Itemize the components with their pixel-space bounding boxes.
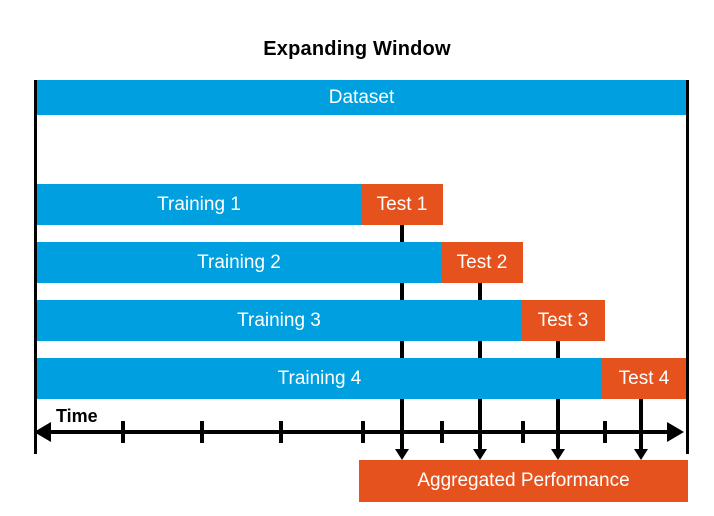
test2-arrowhead-icon <box>473 449 487 460</box>
axis-tick <box>603 421 607 443</box>
test3-arrowhead-icon <box>551 449 565 460</box>
training-label-2: Training 2 <box>197 251 281 273</box>
axis-tick <box>521 421 525 443</box>
test1-arrowhead-icon <box>395 449 409 460</box>
training-label-4: Training 4 <box>277 367 362 389</box>
training-bar-1: Training 1 <box>37 184 361 225</box>
training-bar-3: Training 3 <box>37 300 521 341</box>
axis-tick <box>279 421 283 443</box>
dataset-bar: Dataset <box>37 80 686 115</box>
aggregated-performance-label: Aggregated Performance <box>417 470 630 491</box>
time-axis-right-arrow-icon <box>667 422 684 442</box>
training-bar-2: Training 2 <box>37 242 441 283</box>
training-bar-4: Training 4 <box>37 358 602 399</box>
test-label-3: Test 3 <box>537 309 589 331</box>
dataset-label: Dataset <box>328 86 395 108</box>
axis-tick <box>440 421 444 443</box>
training-label-1: Training 1 <box>157 193 241 215</box>
right-boundary-line <box>686 80 689 454</box>
axis-tick <box>121 421 125 443</box>
test-label-4: Test 4 <box>618 367 670 389</box>
test-bar-4: Test 4 <box>602 358 686 399</box>
test-bar-3: Test 3 <box>521 300 605 341</box>
aggregated-performance-bar: Aggregated Performance <box>359 460 688 502</box>
training-label-3: Training 3 <box>237 309 321 331</box>
test-bar-2: Test 2 <box>441 242 523 283</box>
left-boundary-line <box>34 80 37 454</box>
test4-drop-line <box>639 378 643 452</box>
axis-tick <box>200 421 204 443</box>
test-bar-1: Test 1 <box>361 184 443 225</box>
test2-drop-line <box>478 262 482 452</box>
diagram-title: Expanding Window <box>263 38 451 60</box>
time-axis-left-arrow-icon <box>34 422 51 442</box>
test4-arrowhead-icon <box>634 449 648 460</box>
axis-tick <box>361 421 365 443</box>
test-label-2: Test 2 <box>456 251 508 273</box>
test-label-1: Test 1 <box>376 193 428 215</box>
time-axis-label: Time <box>56 406 98 426</box>
time-axis-line <box>46 430 668 434</box>
